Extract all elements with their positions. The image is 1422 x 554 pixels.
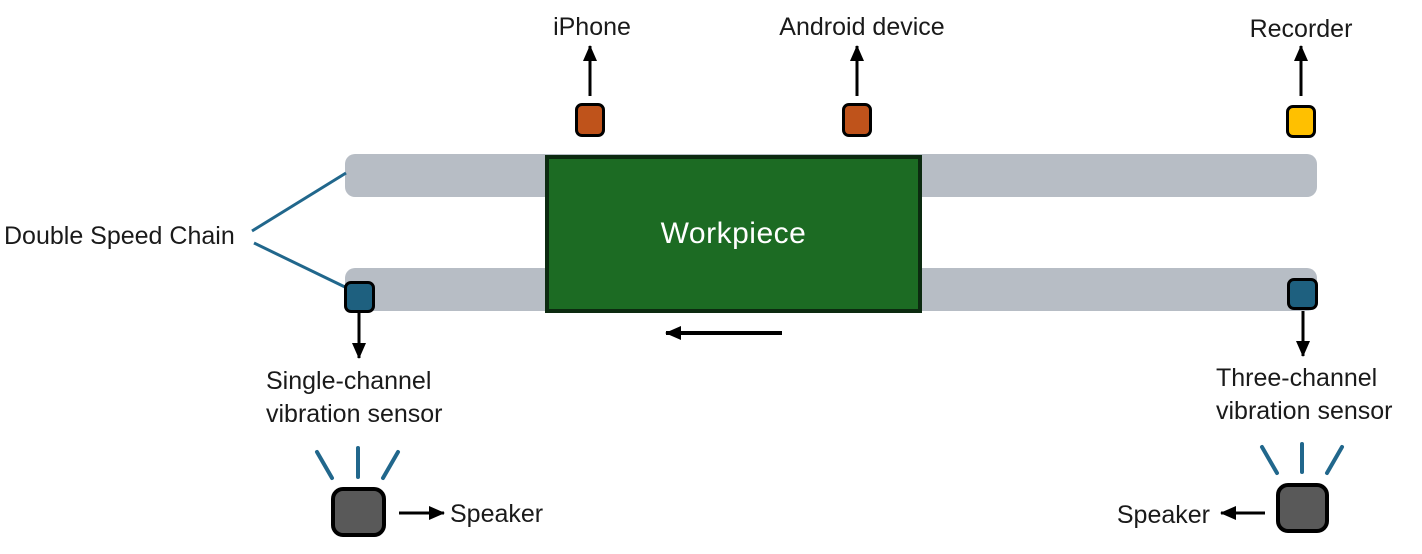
recorder-node [1286, 105, 1316, 138]
workpiece-label: Workpiece [660, 217, 807, 250]
three-channel-sensor-node [1287, 278, 1318, 310]
recorder-label: Recorder [1249, 15, 1353, 43]
three-channel-sensor-label-line1: Three-channel [1216, 364, 1378, 392]
chain-line-bottom [253, 241, 348, 290]
right-speaker-node [1276, 483, 1329, 533]
sound-waves-left-icon [315, 446, 400, 480]
left-speaker-node [331, 487, 386, 537]
left-speaker-label: Speaker [450, 500, 544, 528]
android-device-label: Android device [779, 13, 945, 41]
three-channel-sensor-label: Three-channel vibration sensor [1216, 362, 1392, 428]
right-speaker-label: Speaker [1116, 501, 1210, 529]
chain-pointer-lines [251, 171, 348, 290]
single-channel-sensor-node [344, 281, 375, 313]
iphone-node [575, 103, 605, 137]
workpiece-block: Workpiece [545, 155, 922, 313]
iphone-label: iPhone [553, 13, 631, 41]
android-node [842, 103, 872, 137]
sound-waves-right-icon [1260, 442, 1344, 475]
single-channel-sensor-label-line2: vibration sensor [266, 400, 443, 428]
single-channel-sensor-label: Single-channel vibration sensor [266, 365, 442, 431]
double-speed-chain-label: Double Speed Chain [4, 222, 235, 250]
three-channel-sensor-label-line2: vibration sensor [1216, 397, 1393, 425]
chain-line-top [251, 171, 347, 233]
single-channel-sensor-label-line1: Single-channel [266, 367, 432, 395]
